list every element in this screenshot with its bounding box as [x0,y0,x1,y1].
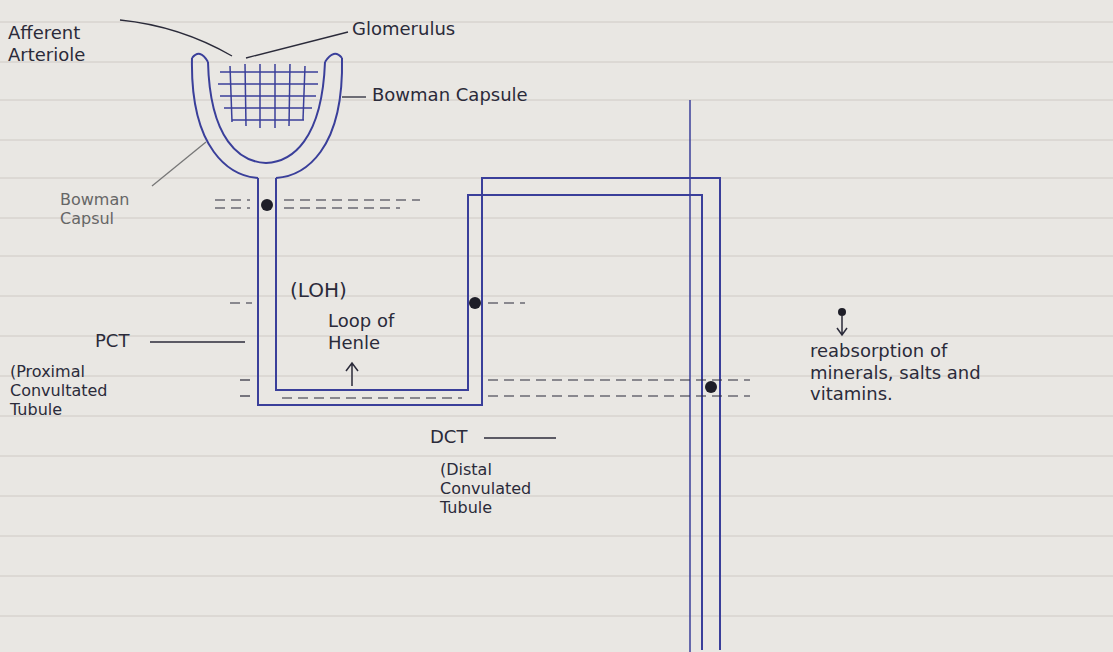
part-label: Loop of Henle [328,310,418,353]
part-label: Bowman Capsul [60,190,150,228]
part-label: Afferent Arteriole [8,22,118,65]
nephron-outline [192,54,720,652]
part-label: Bowman Capsule [372,84,592,106]
paper-rules [0,22,1113,616]
part-label: (LOH) [290,278,390,302]
junction-dot [261,199,846,393]
part-label: PCT [95,330,155,352]
leader-lines [120,20,556,438]
part-label: Glomerulus [352,18,552,40]
small-arrow [346,316,847,386]
part-label: DCT [430,426,490,448]
part-label: (Proximal Convultated Tubule [10,362,130,420]
glomerulus-hatch [218,64,318,128]
level-marks [215,200,750,398]
part-label: reabsorption of minerals, salts and vita… [810,340,985,405]
part-label: (Distal Convulated Tubule [440,460,550,518]
